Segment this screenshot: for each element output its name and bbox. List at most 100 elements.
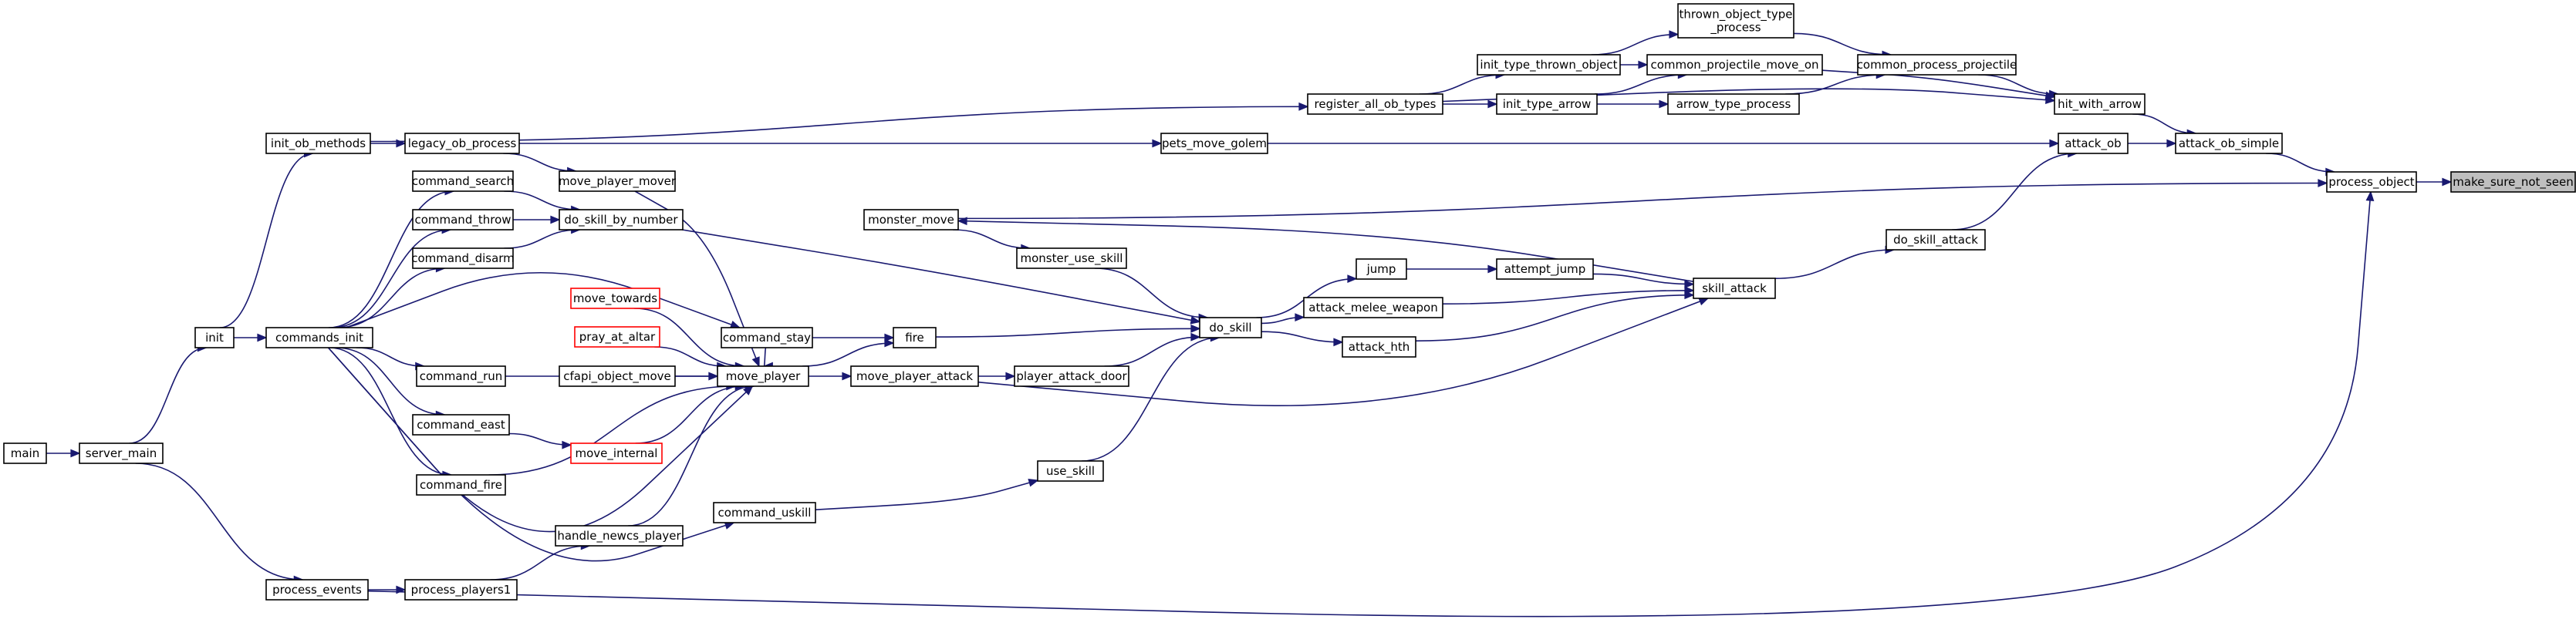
node-box [1477,54,1621,76]
edge-line [628,385,755,527]
node-label: move_player [726,369,801,384]
node-process-events[interactable]: process_events [265,579,369,601]
node-label: common_process_projectile [1857,58,2017,72]
node-box [1496,93,1598,115]
node-label: do_skill_by_number [564,213,678,227]
node-use-skill[interactable]: use_skill [1037,460,1104,482]
node-command-disarm[interactable]: command_disarm [411,247,515,269]
node-arrow-type-process[interactable]: arrow_type_process [1667,93,1800,115]
edge-line [1793,32,1892,56]
node-box [412,247,514,269]
node-do-skill[interactable]: do_skill [1199,317,1262,338]
node-command-run[interactable]: command_run [416,365,506,387]
node-command-east[interactable]: command_east [412,414,510,436]
node-register-all-ob-types[interactable]: register_all_ob_types [1307,93,1443,115]
node-command-uskill[interactable]: command_uskill [713,502,816,523]
node-move-player-mover[interactable]: move_player_mover [559,170,677,192]
node-box [3,443,47,464]
node-attack-ob[interactable]: attack_ob [2058,133,2129,154]
node-legacy-ob-process[interactable]: legacy_ob_process [404,133,520,154]
node-label: handle_newcs_player [557,529,681,543]
node-label: arrow_type_process [1676,97,1791,112]
node-attack-ob-simple[interactable]: attack_ob_simple [2175,133,2283,154]
node-cfapi-object-move[interactable]: cfapi_object_move [559,365,676,387]
node-attempt-jump[interactable]: attempt_jump [1496,258,1594,280]
node-label: move_player_attack [856,369,973,384]
node-box [863,209,959,231]
edge-line [504,190,580,210]
node-box [1667,93,1800,115]
edge-line [1595,74,1687,95]
node-process-object[interactable]: process_object [2326,171,2417,193]
edge-line [490,545,590,580]
node-attack-melee-weapon[interactable]: attack_melee_weapon [1303,297,1443,318]
node-main[interactable]: main [3,443,47,464]
node-init[interactable]: init [194,327,235,348]
edge-line [957,220,1694,282]
arrow-head-icon [1295,313,1305,321]
arrow-head-icon [1698,298,1710,306]
node-handle-newcs-player[interactable]: handle_newcs_player [555,525,684,547]
node-player-attack-door[interactable]: player_attack_door [1014,365,1129,387]
node-thrown-object-type-process[interactable]: thrown_object_type_process [1677,3,1794,39]
node-pray-at-altar[interactable]: pray_at_altar [574,326,660,348]
edge-line [1104,336,1200,367]
node-label: _process [1710,21,1761,35]
arrow-head-icon [957,217,967,226]
node-command-stay[interactable]: command_stay [721,327,813,348]
node-monster-move[interactable]: monster_move [863,209,959,231]
node-label: common_projectile_move_on [1650,58,1818,72]
node-box [717,365,809,387]
node-pets-move-golem[interactable]: pets_move_golem [1160,133,1268,154]
node-process-players1[interactable]: process_players1 [404,579,518,601]
node-init-type-arrow[interactable]: init_type_arrow [1496,93,1598,115]
node-common-process-projectile[interactable]: common_process_projectile [1857,54,2017,76]
node-label: commands_init [275,331,363,345]
edge-commands-init-to-command-run [356,347,426,371]
node-do-skill-attack[interactable]: do_skill_attack [1886,229,1986,251]
node-box [559,365,676,387]
node-make-sure-not-seen[interactable]: make_sure_not_seen [2450,171,2576,193]
node-init-ob-methods[interactable]: init_ob_methods [265,133,371,154]
arrow-head-icon [1152,139,1163,148]
node-fire[interactable]: fire [893,327,937,348]
node-server-main[interactable]: server_main [79,443,164,464]
node-hit-with-arrow[interactable]: hit_with_arrow [2054,93,2146,115]
node-move-player[interactable]: move_player [717,365,809,387]
arrow-head-icon [70,449,81,458]
node-command-search[interactable]: command_search [412,170,514,192]
node-jump[interactable]: jump [1356,258,1407,280]
node-box [1199,317,1262,338]
node-command-fire[interactable]: command_fire [416,474,506,496]
edge-commands-init-to-command-stay [346,272,741,329]
edge-line [2266,153,2335,173]
arrow-head-icon [884,338,895,348]
node-move-towards[interactable]: move_towards [570,288,660,309]
node-commands-init[interactable]: commands_init [265,327,373,348]
node-skill-attack[interactable]: skill_attack [1693,278,1776,299]
edge-register-all-ob-types-to-hit-with-arrow [1442,88,2056,104]
node-init-type-thrown-object[interactable]: init_type_thrown_object [1477,54,1621,76]
edge-line [337,268,445,328]
node-monster-use-skill[interactable]: monster_use_skill [1016,247,1127,269]
node-attack-hth[interactable]: attack_hth [1342,336,1416,358]
node-box [721,327,813,348]
arrow-head-icon [1028,478,1039,487]
edge-line [508,432,572,446]
node-move-player-attack[interactable]: move_player_attack [850,365,979,387]
edge-move-player-to-move-player-attack [809,372,852,381]
node-move-internal[interactable]: move_internal [570,443,663,464]
edge-line [488,385,735,476]
node-common-projectile-move-on[interactable]: common_projectile_move_on [1646,54,1823,76]
edge-main-to-server-main [46,449,81,458]
node-do-skill-by-number[interactable]: do_skill_by_number [559,209,684,231]
node-label: process_players1 [411,583,511,597]
arrow-head-icon [257,333,268,342]
node-box [570,288,660,309]
node-box [1646,54,1823,76]
node-label: register_all_ob_types [1315,97,1437,112]
edge-line [763,347,767,367]
node-command-throw[interactable]: command_throw [412,209,514,231]
node-label: init_ob_methods [271,136,366,151]
